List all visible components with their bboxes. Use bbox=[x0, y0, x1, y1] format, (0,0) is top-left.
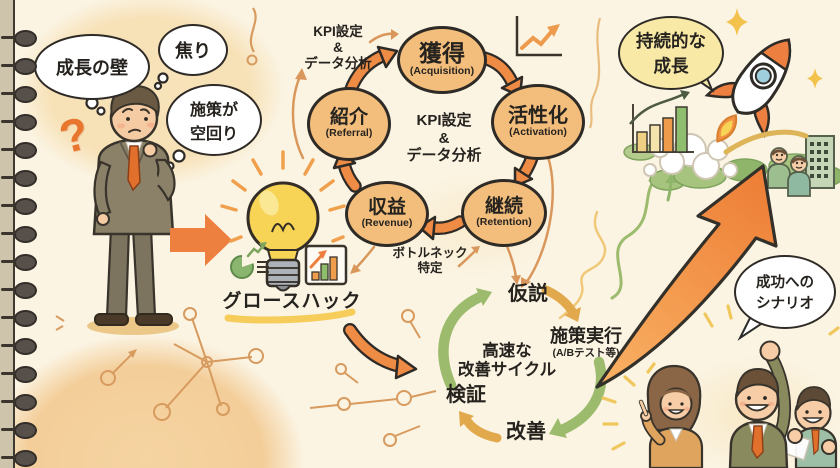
cycle-hypothesis: 仮説 bbox=[508, 283, 548, 305]
spiral-ring bbox=[1, 394, 37, 411]
spiral-ring bbox=[1, 114, 37, 131]
stage-label-en: (Acquisition) bbox=[409, 65, 475, 78]
spiral-ring bbox=[1, 422, 37, 439]
stage-activation: 活性化 (Activation) bbox=[491, 84, 585, 160]
speech-bubble-success-scenario: 成功への シナリオ bbox=[734, 255, 836, 329]
kpi-note-outer: KPI設定 & データ分析 bbox=[304, 24, 372, 71]
cycle-execute-sub: (A/Bテスト等) bbox=[552, 347, 620, 360]
thought-bubble-text: 施策が 空回り bbox=[189, 102, 238, 143]
pie-chart-icon bbox=[230, 254, 254, 279]
stage-label-en: (Revenue) bbox=[361, 217, 413, 230]
speech-bubble-sustainable-growth: 持続的な 成長 bbox=[618, 16, 724, 90]
speech-bubble-text: 持続的な 成長 bbox=[636, 31, 706, 76]
yellow-swoosh bbox=[723, 129, 809, 155]
stage-revenue: 収益 (Revenue) bbox=[345, 181, 429, 247]
spiral-ring bbox=[1, 142, 37, 159]
thought-bubble-text: 成長の壁 bbox=[56, 58, 128, 78]
cycle-execute-main: 施策実行 bbox=[550, 326, 622, 346]
sparkle-star-icon bbox=[726, 8, 823, 89]
stage-referral: 紹介 (Referral) bbox=[307, 87, 391, 161]
line-chart-icon bbox=[515, 16, 562, 57]
thought-bubble-impatience: 焦り bbox=[158, 24, 228, 76]
cycle-improve: 改善 bbox=[506, 421, 546, 443]
spiral-ring bbox=[1, 366, 37, 383]
spiral-ring bbox=[1, 282, 37, 299]
spiral-ring bbox=[1, 226, 37, 243]
stage-acquisition: 獲得 (Acquisition) bbox=[397, 26, 487, 94]
doodle-loops bbox=[558, 172, 659, 320]
arrow-to-improvement-cycle bbox=[343, 323, 418, 380]
spiral-ring bbox=[1, 170, 37, 187]
spiral-ring bbox=[1, 30, 37, 47]
spiral-ring bbox=[1, 338, 37, 355]
thought-bubble-growth-wall: 成長の壁 bbox=[34, 34, 150, 100]
cycle-verify: 検証 bbox=[446, 384, 486, 406]
team-illustration bbox=[638, 340, 838, 468]
spiral-ring bbox=[1, 310, 37, 327]
stage-label-en: (Retention) bbox=[476, 216, 532, 229]
stage-label-jp: 活性化 bbox=[508, 104, 568, 127]
mini-bar-chart bbox=[629, 90, 694, 153]
speech-bubble-text: 成功への シナリオ bbox=[756, 275, 814, 312]
cycle-execute: 施策実行 (A/Bテスト等) bbox=[536, 326, 636, 360]
stage-label-jp: 獲得 bbox=[419, 40, 465, 67]
arrow-to-lightbulb bbox=[170, 214, 232, 266]
worried-businessman-illustration bbox=[87, 84, 179, 335]
stage-label-jp: 紹介 bbox=[329, 107, 368, 129]
stage-retention: 継続 (Retention) bbox=[461, 179, 547, 247]
cycle-center-label: 高速な 改善サイクル bbox=[457, 342, 557, 380]
spiral-ring bbox=[1, 198, 37, 215]
stage-label-jp: 収益 bbox=[367, 197, 406, 219]
stage-label-en: (Activation) bbox=[509, 125, 567, 138]
bottleneck-note: ボトルネック 特定 bbox=[392, 246, 468, 275]
stage-label-jp: 継続 bbox=[484, 196, 523, 218]
spiral-ring bbox=[1, 254, 37, 271]
bar-chart-icon bbox=[304, 244, 348, 286]
spiral-ring bbox=[1, 58, 37, 75]
spiral-ring bbox=[1, 86, 37, 103]
rocket-icon bbox=[704, 38, 792, 143]
growth-illustration bbox=[623, 8, 840, 202]
thought-bubble-wasted-efforts: 施策が 空回り bbox=[166, 84, 262, 156]
stage-label-en: (Referral) bbox=[325, 127, 373, 140]
growth-hack-title: グロースハック bbox=[222, 291, 362, 312]
thought-bubble-text: 焦り bbox=[175, 41, 211, 61]
kpi-note-center: KPI設定 & データ分析 bbox=[406, 112, 482, 165]
spiral-ring bbox=[1, 450, 37, 467]
small-people-icons bbox=[767, 147, 811, 197]
